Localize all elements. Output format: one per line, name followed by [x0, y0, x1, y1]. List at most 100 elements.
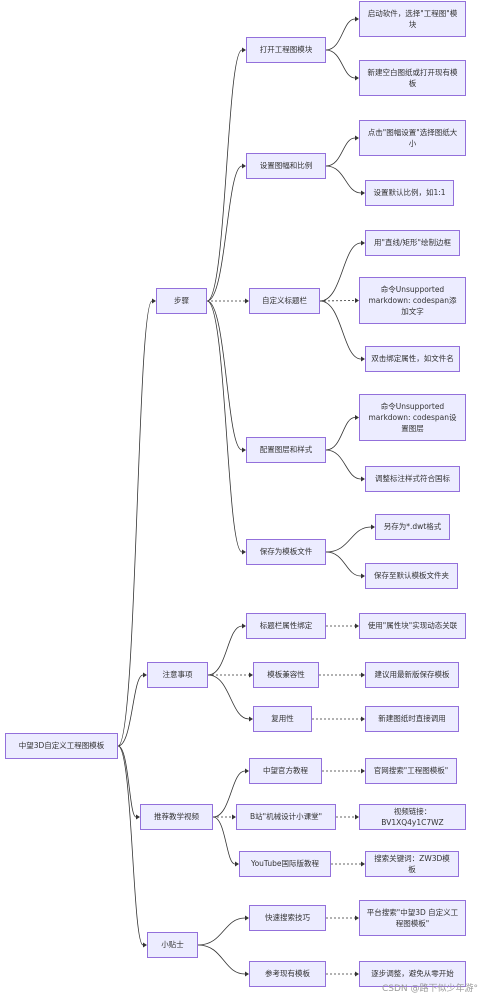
edge-child-0-0-leaf-0-arrowhead [355, 16, 359, 22]
leaf-node-0-1-1: 设置默认比例，如1:1 [365, 180, 454, 206]
edge-root-branch-1 [117, 674, 144, 747]
edge-child-2-1-leaf-0-arrowhead [355, 814, 359, 820]
edge-branch-0-child-0 [206, 49, 243, 302]
edge-child-0-3-leaf-1-arrowhead [361, 476, 365, 482]
edge-branch-0-child-3-arrowhead [242, 447, 246, 453]
edge-child-0-0-leaf-1-arrowhead [355, 75, 359, 81]
root-node: 中望3D自定义工程图模板 [5, 733, 118, 759]
edge-branch-3-child-0 [197, 917, 246, 946]
edge-child-0-4-leaf-1-arrowhead [361, 573, 365, 579]
child-node-0-1: 设置图幅和比例 [246, 153, 326, 179]
leaf-node-0-0-1: 新建空白图纸或打开现有模板 [359, 60, 466, 96]
edge-branch-1-child-0-arrowhead [242, 623, 246, 629]
edge-child-0-1-leaf-0-arrowhead [355, 135, 359, 141]
leaf-node-0-0-0: 启动软件，选择"工程图"模块 [359, 1, 466, 37]
child-node-1-2: 复用性 [253, 706, 312, 732]
edge-root-branch-0 [117, 300, 153, 747]
child-node-2-1: B站"机械设计小课堂" [236, 804, 336, 830]
leaf-node-0-2-1: 命令Unsupported markdown: codespan添加文字 [359, 277, 466, 324]
edge-child-0-1-leaf-0 [325, 137, 356, 167]
leaf-node-3-0-0: 平台搜索"中望3D 自定义工程图模板" [359, 900, 466, 936]
branch-node-0: 步骤 [156, 288, 207, 314]
leaf-node-1-2-0: 新建图纸时直接调用 [365, 706, 459, 732]
leaf-node-2-0-0: 官网搜索"工程图模板" [365, 758, 457, 784]
edge-child-2-2-leaf-0-arrowhead [361, 861, 365, 867]
edge-child-0-3-leaf-0-arrowhead [355, 415, 359, 420]
edge-branch-0-child-1-arrowhead [242, 163, 246, 169]
watermark: CSDN @路下似少年游° [381, 984, 478, 994]
edge-branch-0-child-2-arrowhead [245, 298, 249, 304]
leaf-node-0-3-0: 命令Unsupported markdown: codespan设置图层 [359, 394, 466, 441]
edge-root-branch-2-arrowhead [136, 814, 140, 820]
child-node-2-0: 中望官方教程 [249, 758, 322, 784]
edge-child-1-0-leaf-0-arrowhead [355, 623, 359, 629]
leaf-node-1-0-0: 使用"属性块"实现动态关联 [359, 613, 466, 639]
edge-branch-3-child-1-arrowhead [245, 971, 249, 977]
child-node-2-2: YouTube国际版教程 [239, 851, 331, 877]
leaf-node-0-2-0: 用"直线/矩形"绘制边框 [365, 230, 460, 256]
edge-child-1-2-leaf-0-arrowhead [361, 716, 365, 722]
edge-child-0-1-leaf-1-arrowhead [361, 190, 365, 196]
edge-root-branch-1-arrowhead [143, 672, 147, 678]
child-node-1-1: 模板兼容性 [253, 662, 319, 688]
child-node-0-3: 配置图层和样式 [246, 437, 326, 463]
leaf-node-2-2-0: 搜索关键词：ZW3D模板 [365, 851, 459, 877]
branch-node-1: 注意事项 [147, 662, 208, 688]
leaf-node-1-1-0: 建议用最新版保存模板 [365, 662, 459, 688]
leaf-node-0-3-1: 调整标注样式符合国标 [365, 466, 460, 492]
edge-branch-2-child-0 [212, 770, 246, 818]
branch-node-3: 小贴士 [147, 932, 198, 958]
edge-child-0-2-leaf-0-arrowhead [361, 240, 365, 246]
edge-branch-2-child-0-arrowhead [245, 768, 249, 774]
edge-branch-0-child-3 [206, 300, 243, 451]
child-node-1-0: 标题栏属性绑定 [246, 613, 326, 639]
leaf-node-0-4-0: 另存为*.dwt格式 [375, 514, 450, 540]
edge-child-0-0-leaf-1 [325, 49, 356, 79]
edge-root-branch-0-arrowhead [152, 298, 156, 304]
edge-branch-3-child-0-arrowhead [245, 915, 249, 921]
child-node-0-2: 自定义标题栏 [249, 288, 320, 314]
edge-child-0-2-leaf-2 [319, 300, 362, 360]
edge-child-0-2-leaf-2-arrowhead [361, 356, 365, 362]
edge-branch-0-child-0-arrowhead [242, 47, 246, 53]
edge-child-0-2-leaf-1 [319, 300, 356, 302]
edge-branch-0-child-4 [206, 300, 243, 553]
child-node-3-0: 快速搜索技巧 [249, 905, 326, 931]
edge-branch-3-child-1 [197, 944, 246, 975]
leaf-node-0-2-2: 双击绑定属性，如文件名 [365, 346, 460, 372]
edge-child-1-1-leaf-0-arrowhead [361, 672, 365, 678]
edge-branch-1-child-2-arrowhead [249, 716, 253, 722]
edge-root-branch-3-arrowhead [143, 942, 147, 948]
edge-branch-2-child-2-arrowhead [235, 861, 239, 867]
edge-branch-2-child-2 [212, 816, 236, 865]
edge-branch-1-child-2 [207, 674, 250, 720]
edge-child-0-1-leaf-1 [325, 165, 362, 194]
edge-child-0-4-leaf-0-arrowhead [371, 524, 375, 530]
leaf-node-0-4-1: 保存至默认模板文件夹 [365, 563, 458, 589]
edge-branch-2-child-1-arrowhead [232, 814, 236, 820]
leaf-node-2-1-0: 视频链接：BV1XQ4y1C7WZ [359, 804, 466, 830]
edge-branch-1-child-0 [207, 625, 243, 676]
child-node-0-4: 保存为模板文件 [246, 539, 326, 565]
edge-root-branch-2 [117, 745, 137, 818]
edge-branch-0-child-4-arrowhead [242, 549, 246, 555]
edge-child-0-2-leaf-0 [319, 242, 362, 302]
leaf-node-0-1-0: 点击"图幅设置"选择图纸大小 [359, 120, 466, 156]
edge-child-3-0-leaf-0-arrowhead [355, 915, 359, 921]
edge-child-2-0-leaf-0-arrowhead [361, 768, 365, 774]
branch-node-2: 推荐教学视频 [140, 804, 213, 830]
edge-child-0-0-leaf-0 [325, 18, 356, 51]
edge-child-0-3-leaf-1 [325, 449, 362, 480]
child-node-3-1: 参考现有模板 [249, 961, 326, 987]
edge-branch-0-child-1 [206, 165, 243, 302]
leaf-node-3-1-0: 逐步调整，避免从零开始 [359, 961, 466, 987]
edge-branch-1-child-1-arrowhead [249, 672, 253, 678]
edge-child-0-4-leaf-0 [325, 526, 372, 553]
edge-child-0-4-leaf-1 [325, 551, 362, 577]
edge-child-3-1-leaf-0-arrowhead [355, 971, 359, 977]
child-node-0-0: 打开工程图模块 [246, 37, 326, 63]
edge-child-0-3-leaf-0 [325, 417, 356, 451]
edge-child-0-2-leaf-1-arrowhead [355, 298, 359, 303]
edge-root-branch-3 [117, 745, 144, 946]
